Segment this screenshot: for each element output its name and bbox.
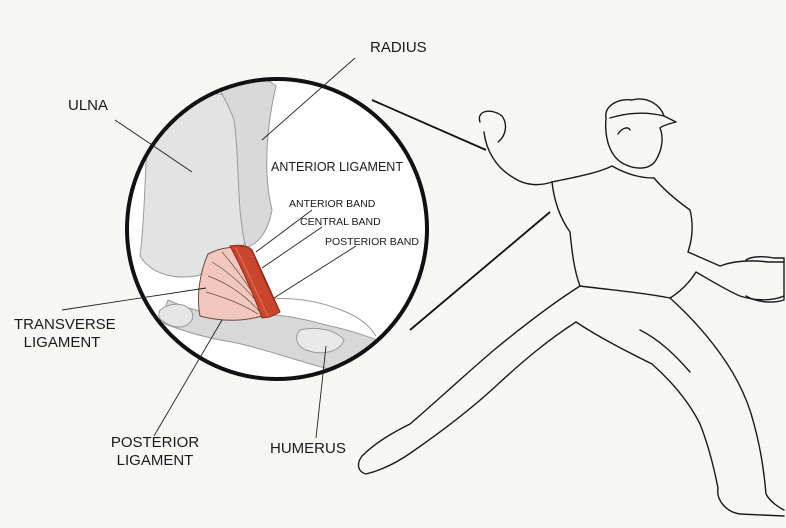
label-transverse-ligament: TRANSVERSE LIGAMENT (14, 316, 110, 351)
label-posterior-line1: POSTERIOR (100, 434, 210, 452)
pitcher-figure (359, 99, 784, 516)
label-anterior-ligament: ANTERIOR LIGAMENT (271, 160, 403, 175)
label-transverse-line2: LIGAMENT (14, 334, 110, 352)
label-posterior-band: POSTERIOR BAND (325, 236, 419, 248)
magnified-elbow (120, 74, 440, 385)
label-humerus: HUMERUS (270, 440, 346, 458)
label-posterior-line2: LIGAMENT (100, 452, 210, 470)
label-anterior-band: ANTERIOR BAND (289, 198, 375, 210)
label-transverse-line1: TRANSVERSE (14, 316, 110, 334)
label-ulna: ULNA (68, 97, 108, 115)
label-posterior-ligament: POSTERIOR LIGAMENT (100, 434, 210, 469)
label-radius: RADIUS (370, 39, 427, 57)
label-central-band: CENTRAL BAND (300, 216, 381, 228)
